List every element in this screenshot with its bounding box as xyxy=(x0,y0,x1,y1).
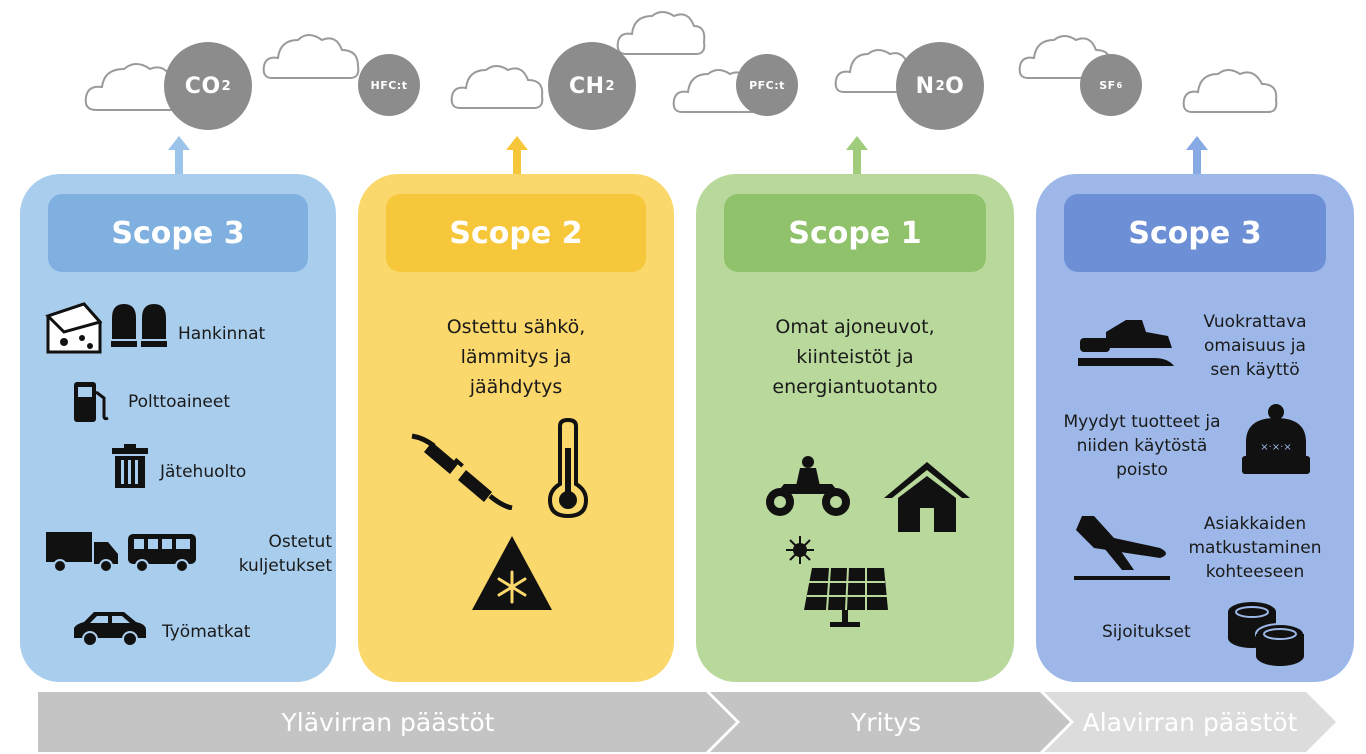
arrow-up-icon xyxy=(168,136,190,176)
airplane-icon xyxy=(1074,516,1170,580)
bus-icon xyxy=(128,534,196,573)
coins-icon xyxy=(1228,602,1305,666)
item-polttoaineet: Polttoaineet xyxy=(128,392,230,412)
thermometer-icon xyxy=(547,418,589,518)
item-jatehuolto: Jätehuolto xyxy=(160,462,247,482)
flow-downstream-label: Alavirran päästöt xyxy=(1082,707,1298,737)
cheese-icon xyxy=(45,302,102,354)
arrow-up-icon xyxy=(1186,136,1208,176)
trash-icon xyxy=(112,444,148,488)
panel-title: Scope 3 xyxy=(48,194,308,272)
snowflake-warning-icon xyxy=(472,536,552,610)
plug-icon xyxy=(411,433,513,510)
beanie-icon: ×·×·× xyxy=(1242,404,1310,474)
gas-pfc: PFC:t xyxy=(736,54,798,116)
gas-hfc: HFC:t xyxy=(358,54,420,116)
cloud-icon xyxy=(1182,69,1278,113)
mittens-icon xyxy=(109,304,169,349)
flow-arrows xyxy=(38,692,1336,752)
cloud-icon xyxy=(450,65,544,109)
item-sijoitukset: Sijoitukset xyxy=(1102,622,1191,642)
arrow-up-icon xyxy=(846,136,868,176)
item-asiakkaiden: Asiakkaiden matkustaminen kohteeseen xyxy=(1188,514,1322,582)
car-icon xyxy=(74,612,146,647)
panel-scope3-upstream: Scope 3 Hankinnat Polttoaineet Jätehuolt… xyxy=(20,174,336,682)
panel-description: Omat ajoneuvot, kiinteistöt ja energiant… xyxy=(772,316,938,398)
panel-description: Ostettu sähkö, lämmitys ja jäähdytys xyxy=(446,316,586,398)
panel-scope3-downstream: Scope 3 Vuokrattava omaisuus ja sen käyt… xyxy=(1036,174,1354,682)
panel-scope2: Scope 2 Ostettu sähkö, lämmitys ja jäähd… xyxy=(358,174,674,682)
item-myydyt: Myydyt tuotteet ja niiden käytöstä poist… xyxy=(1063,412,1221,480)
panel-title: Scope 3 xyxy=(1064,194,1326,272)
panel-title: Scope 1 xyxy=(724,194,986,272)
item-kuljetukset: Ostetut kuljetukset xyxy=(238,532,332,576)
cloud-icon xyxy=(616,11,706,55)
atv-icon xyxy=(766,456,850,516)
solar-panel-icon xyxy=(786,536,888,627)
snowmobile-icon xyxy=(1078,320,1174,366)
truck-icon xyxy=(46,532,118,573)
cloud-icon xyxy=(262,34,360,79)
house-icon xyxy=(884,462,970,532)
item-vuokrattava: Vuokrattava omaisuus ja sen käyttö xyxy=(1203,312,1307,380)
panel-title: Scope 2 xyxy=(386,194,646,272)
item-hankinnat: Hankinnat xyxy=(178,324,266,344)
fuel-pump-icon xyxy=(74,382,109,422)
arrow-up-icon xyxy=(506,136,528,176)
panel-scope1: Scope 1 Omat ajoneuvot, kiinteistöt ja e… xyxy=(696,174,1014,682)
item-tyomatkat: Työmatkat xyxy=(162,622,251,642)
flow-upstream-label: Ylävirran päästöt xyxy=(281,707,495,737)
svg-text:×·×·×: ×·×·× xyxy=(1260,442,1292,453)
flow-company-label: Yritys xyxy=(850,707,922,737)
